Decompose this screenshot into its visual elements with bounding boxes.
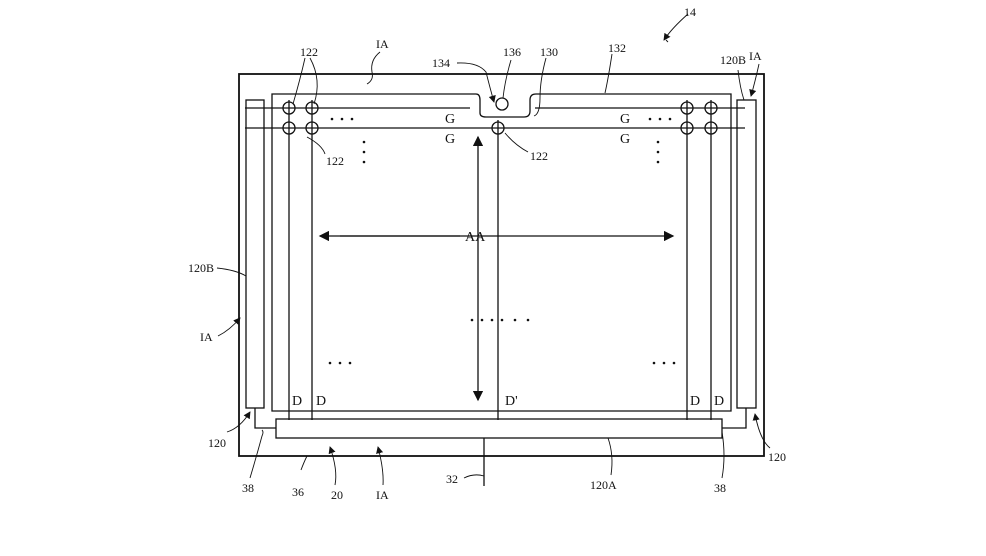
label-134: 134: [432, 56, 450, 70]
label-130: 130: [540, 45, 558, 59]
active-area-border: [271, 93, 732, 412]
connector-38-left: [254, 408, 276, 429]
leader-lines: [216, 13, 771, 486]
label-120b-left: 120B: [188, 261, 214, 275]
camera-hole-136: [495, 97, 509, 111]
source-driver-120a: [275, 418, 723, 439]
label-38-right: 38: [714, 481, 726, 495]
label-g4: G: [620, 132, 630, 147]
label-136: 136: [503, 45, 521, 59]
label-38-left: 38: [242, 481, 254, 495]
label-ia-top-right: IA: [749, 49, 762, 63]
label-d3: D: [690, 394, 700, 409]
outer-substrate: [238, 73, 765, 457]
label-120a: 120A: [590, 478, 617, 492]
label-d2: D: [316, 394, 326, 409]
pixel-circles-122: [282, 101, 718, 135]
label-120b-right: 120B: [720, 53, 746, 67]
data-lines: [288, 100, 712, 420]
label-32: 32: [446, 472, 458, 486]
label-36: 36: [292, 485, 304, 499]
label-d4: D: [714, 394, 724, 409]
label-20: 20: [331, 488, 343, 502]
label-g1: G: [445, 112, 455, 127]
ellipsis-dots: [328, 117, 676, 365]
label-aa: AA: [465, 230, 486, 245]
label-g3: G: [620, 112, 630, 127]
label-ia-left: IA: [200, 330, 213, 344]
label-d1: D: [292, 394, 302, 409]
label-122-top: 122: [300, 45, 318, 59]
label-d-prime: D': [505, 394, 518, 409]
label-14: 14: [684, 5, 696, 19]
label-ia-top: IA: [376, 37, 389, 51]
label-122-left: 122: [326, 154, 344, 168]
label-120-left: 120: [208, 436, 226, 450]
label-ia-bottom: IA: [376, 488, 389, 502]
label-120-right: 120: [768, 450, 786, 464]
connector-38-right: [722, 408, 747, 429]
label-g2: G: [445, 132, 455, 147]
gate-driver-right-120b: [736, 99, 757, 409]
label-122-mid: 122: [530, 149, 548, 163]
gate-driver-left-120b: [245, 99, 265, 409]
label-132: 132: [608, 41, 626, 55]
